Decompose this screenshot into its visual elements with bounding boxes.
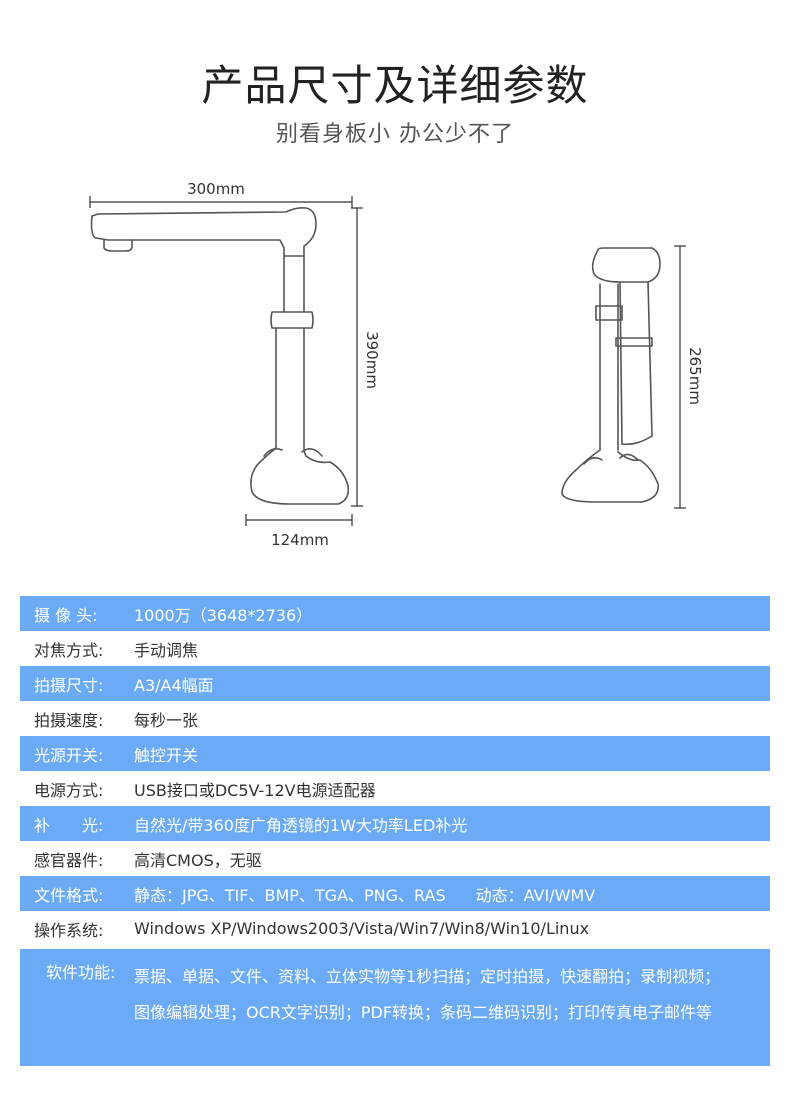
spec-row-speed: 拍摄速度: 每秒一张	[20, 701, 770, 736]
spec-label: 拍摄尺寸:	[34, 675, 104, 695]
spec-row-focus: 对焦方式: 手动调焦	[20, 631, 770, 666]
spec-value: Windows XP/Windows2003/Vista/Win7/Win8/W…	[134, 919, 590, 938]
height-dimension-label: 390mm	[363, 331, 381, 389]
spec-value: 高清CMOS，无驱	[134, 850, 262, 870]
spec-row-size: 拍摄尺寸: A3/A4幅面	[20, 666, 770, 701]
scanner-folded-outline	[561, 247, 661, 503]
spec-row-power: 电源方式: USB接口或DC5V-12V电源适配器	[20, 771, 770, 806]
spec-label: 感官器件:	[34, 850, 104, 870]
spec-row-os: 操作系统: Windows XP/Windows2003/Vista/Win7/…	[20, 911, 770, 946]
spec-value: 静态：JPG、TIF、BMP、TGA、PNG、RAS 动态：AVI/WMV	[134, 882, 595, 906]
spec-label: 电源方式:	[34, 780, 104, 800]
width-dimension-label: 300mm	[187, 180, 245, 198]
spec-value: USB接口或DC5V-12V电源适配器	[134, 780, 376, 800]
spec-value: 自然光/带360度广角透镜的1W大功率LED补光	[134, 815, 468, 835]
spec-value: A3/A4幅面	[134, 675, 214, 695]
spec-value: 每秒一张	[134, 710, 199, 730]
spec-row-camera: 摄 像 头: 1000万（3648*2736）	[20, 596, 770, 631]
spec-value: 1000万（3648*2736）	[134, 605, 313, 625]
product-dimension-diagram: 300mm 390mm 124mm 265mm	[89, 180, 704, 549]
base-dimension-line	[245, 514, 353, 526]
spec-row-fill-light: 补 光: 自然光/带360度广角透镜的1W大功率LED补光	[20, 806, 770, 841]
scanner-unfolded-outline	[90, 207, 350, 505]
spec-value-dynamic: 动态：AVI/WMV	[475, 885, 596, 905]
spec-value: 手动调焦	[134, 640, 199, 660]
spec-label: 文件格式:	[34, 885, 104, 905]
spec-label: 补 光:	[34, 815, 104, 835]
folded-height-dimension-line	[674, 245, 686, 509]
spec-label: 软件功能:	[46, 963, 116, 982]
spec-row-file-format: 文件格式: 静态：JPG、TIF、BMP、TGA、PNG、RAS 动态：AVI/W…	[20, 876, 770, 911]
spec-label: 摄 像 头:	[34, 605, 98, 625]
spec-row-light-switch: 光源开关: 触控开关	[20, 736, 770, 771]
width-dimension-line	[89, 196, 353, 208]
page-title: 产品尺寸及详细参数	[201, 61, 589, 110]
folded-height-dimension-label: 265mm	[686, 347, 704, 405]
spec-table: 摄 像 头: 1000万（3648*2736） 对焦方式: 手动调焦 拍摄尺寸:…	[20, 596, 770, 1066]
spec-label: 操作系统:	[34, 920, 104, 940]
base-dimension-label: 124mm	[271, 531, 329, 549]
spec-label: 光源开关:	[34, 745, 104, 765]
spec-label: 拍摄速度:	[34, 710, 104, 730]
spec-value: 触控开关	[134, 745, 199, 765]
height-dimension-line	[351, 207, 363, 507]
spec-value: 票据、单据、文件、资料、立体实物等1秒扫描；定时拍摄，快速翻拍；录制视频；图像编…	[134, 967, 721, 1022]
spec-label: 对焦方式:	[34, 640, 104, 660]
spec-value-static: 静态：JPG、TIF、BMP、TGA、PNG、RAS	[134, 885, 446, 905]
spec-row-sensor: 感官器件: 高清CMOS，无驱	[20, 841, 770, 876]
spec-row-software: 软件功能: 票据、单据、文件、资料、立体实物等1秒扫描；定时拍摄，快速翻拍；录制…	[20, 949, 770, 1066]
page-subtitle: 别看身板小 办公少不了	[276, 122, 514, 147]
